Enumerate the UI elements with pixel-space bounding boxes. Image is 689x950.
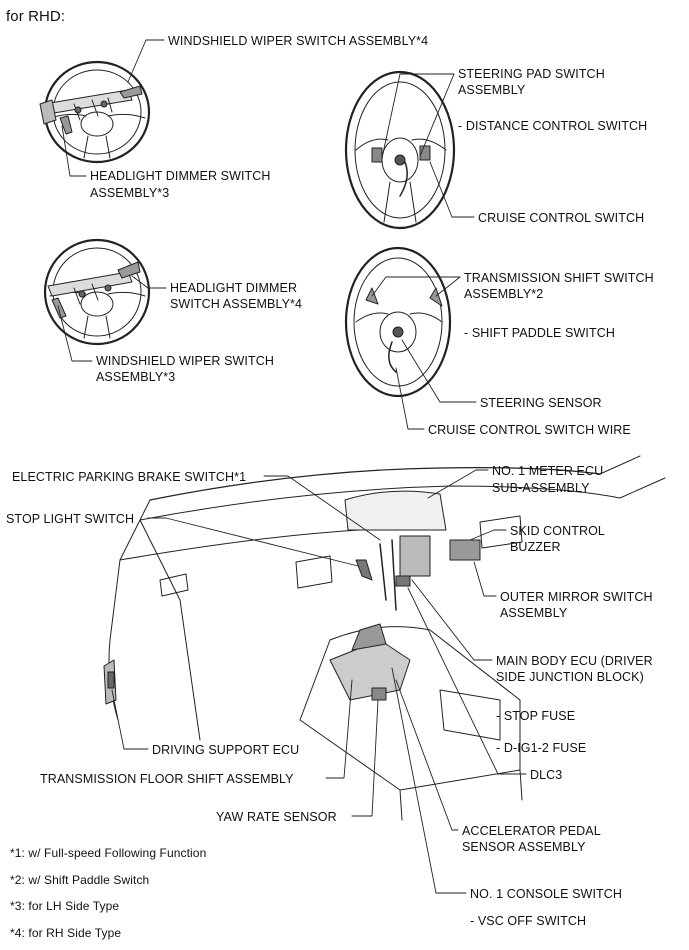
label-steering-pad-line2: ASSEMBLY xyxy=(458,83,526,97)
label-steering-sensor: STEERING SENSOR xyxy=(480,396,602,410)
steering-wheel-1-illustration xyxy=(39,60,151,164)
label-headlight-dimmer-lh-line1: HEADLIGHT DIMMER SWITCH xyxy=(90,169,271,183)
label-dlc3: DLC3 xyxy=(530,768,563,782)
label-main-body-ecu-line1: MAIN BODY ECU (DRIVER xyxy=(496,654,653,668)
label-windshield-wiper-lh-line1: WINDSHIELD WIPER SWITCH xyxy=(96,354,274,368)
steering-wheel-2-illustration xyxy=(344,70,456,230)
label-outer-mirror-line1: OUTER MIRROR SWITCH xyxy=(500,590,653,604)
label-cruise-control-wire: CRUISE CONTROL SWITCH WIRE xyxy=(428,423,631,437)
footnote-1: *1: w/ Full-speed Following Function xyxy=(10,846,207,860)
label-accelerator-line1: ACCELERATOR PEDAL xyxy=(462,824,601,838)
label-stop-fuse: - STOP FUSE xyxy=(496,709,576,723)
label-cruise-control: CRUISE CONTROL SWITCH xyxy=(478,211,645,225)
label-distance-control: - DISTANCE CONTROL SWITCH xyxy=(458,119,648,133)
label-stop-light-switch: STOP LIGHT SWITCH xyxy=(6,512,135,526)
label-console-switch-line1: NO. 1 CONSOLE SWITCH xyxy=(470,887,623,901)
label-dig-fuse: - D-IG1-2 FUSE xyxy=(496,741,587,755)
label-headlight-dimmer-rh-line1: HEADLIGHT DIMMER xyxy=(170,281,298,295)
label-meter-ecu-line1: NO. 1 METER ECU xyxy=(492,464,604,478)
label-electric-parking-brake: ELECTRIC PARKING BRAKE SWITCH*1 xyxy=(12,470,247,484)
label-steering-pad-line1: STEERING PAD SWITCH xyxy=(458,67,605,81)
label-trans-shift-switch-line2: ASSEMBLY*2 xyxy=(464,287,544,301)
label-windshield-wiper-lh-line2: ASSEMBLY*3 xyxy=(96,370,176,384)
footnote-2: *2: w/ Shift Paddle Switch xyxy=(10,873,150,887)
label-skid-control-line1: SKID CONTROL xyxy=(510,524,605,538)
label-main-body-ecu-line2: SIDE JUNCTION BLOCK) xyxy=(496,670,644,684)
label-meter-ecu-line2: SUB-ASSEMBLY xyxy=(492,481,590,495)
label-headlight-dimmer-lh-line2: ASSEMBLY*3 xyxy=(90,186,170,200)
label-driving-support-ecu: DRIVING SUPPORT ECU xyxy=(152,743,300,757)
label-headlight-dimmer-rh-line2: SWITCH ASSEMBLY*4 xyxy=(170,297,303,311)
steering-wheel-3-illustration xyxy=(43,238,151,346)
label-windshield-wiper-rh: WINDSHIELD WIPER SWITCH ASSEMBLY*4 xyxy=(168,34,429,48)
footnote-4: *4: for RH Side Type xyxy=(10,926,122,940)
label-transmission-floor-shift: TRANSMISSION FLOOR SHIFT ASSEMBLY xyxy=(40,772,294,786)
footnote-3: *3: for LH Side Type xyxy=(10,899,120,913)
label-outer-mirror-line2: ASSEMBLY xyxy=(500,606,568,620)
label-shift-paddle: - SHIFT PADDLE SWITCH xyxy=(464,326,615,340)
cabin-illustration xyxy=(103,455,666,821)
steering-wheel-4-illustration xyxy=(344,246,452,398)
label-trans-shift-switch-line1: TRANSMISSION SHIFT SWITCH xyxy=(464,271,654,285)
leader-lines xyxy=(57,39,527,894)
label-yaw-rate-sensor: YAW RATE SENSOR xyxy=(216,810,337,824)
label-console-switch-line2: - VSC OFF SWITCH xyxy=(470,914,587,928)
label-skid-control-line2: BUZZER xyxy=(510,540,561,554)
diagram-header: for RHD: xyxy=(6,8,66,25)
label-accelerator-line2: SENSOR ASSEMBLY xyxy=(462,840,586,854)
